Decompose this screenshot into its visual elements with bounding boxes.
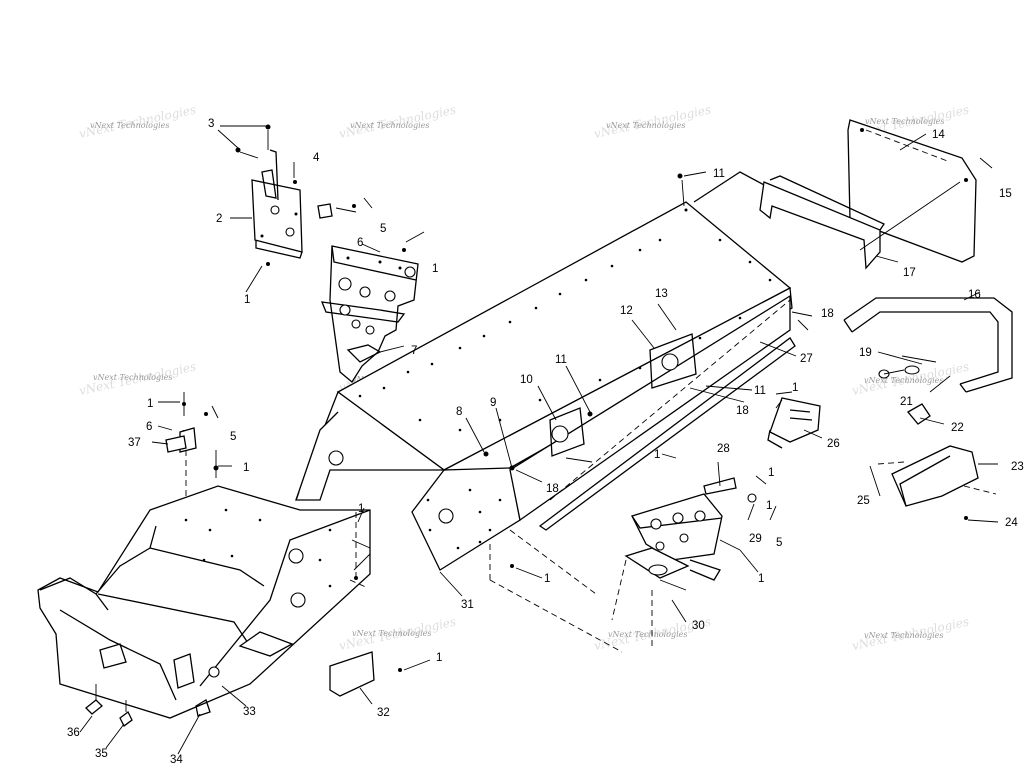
callout-1: 1	[766, 500, 772, 512]
cover-part-23	[877, 445, 998, 520]
leader-lines	[79, 125, 999, 755]
callout-28: 28	[717, 443, 730, 455]
callout-29: 29	[749, 533, 762, 545]
flap-part-14	[847, 119, 977, 263]
callout-6: 6	[146, 421, 152, 433]
callout-1: 1	[358, 503, 364, 515]
callout-1: 1	[654, 449, 660, 461]
callout-30: 30	[692, 620, 705, 632]
callout-7: 7	[411, 345, 417, 357]
callout-23: 23	[1011, 461, 1024, 473]
callout-32: 32	[377, 707, 390, 719]
callout-35: 35	[95, 748, 108, 760]
callout-5: 5	[380, 223, 386, 235]
watermark-text: vNext Technologies	[865, 117, 944, 126]
bulkhead-part-33	[37, 392, 402, 727]
callout-4: 4	[313, 152, 320, 164]
watermark-text: vNext Technologies	[864, 631, 943, 640]
watermark-text: vNext Technologies	[608, 630, 687, 639]
plate-part-6	[320, 204, 419, 383]
watermark-text: vNext Technologies	[606, 121, 685, 130]
tunnel-part-31	[295, 171, 796, 653]
callout-26: 26	[827, 438, 840, 450]
callout-2: 2	[216, 213, 222, 225]
callout-1: 1	[544, 573, 550, 585]
callout-24: 24	[1005, 517, 1018, 529]
callout-15: 15	[999, 188, 1012, 200]
callout-1: 1	[792, 382, 798, 394]
callout-1: 1	[436, 652, 442, 664]
callout-1: 1	[432, 263, 438, 275]
step-part-26	[767, 397, 821, 449]
callout-34: 34	[170, 754, 183, 766]
watermark-text: vNext Technologies	[350, 121, 429, 130]
callout-22: 22	[951, 422, 964, 434]
callout-37: 37	[128, 437, 141, 449]
callout-5: 5	[776, 537, 782, 549]
watermark-text: vNext Technologies	[90, 121, 169, 130]
callout-11: 11	[555, 354, 567, 366]
callout-33: 33	[243, 706, 256, 718]
callout-1: 1	[147, 398, 153, 410]
callout-13: 13	[655, 288, 668, 300]
callout-11: 11	[713, 168, 725, 180]
callout-21: 21	[900, 396, 913, 408]
callout-18: 18	[736, 405, 749, 417]
callout-5: 5	[230, 431, 236, 443]
callout-25: 25	[857, 495, 870, 507]
callout-9: 9	[490, 397, 496, 409]
callout-31: 31	[461, 599, 474, 611]
callout-16: 16	[968, 289, 981, 301]
callout-11: 11	[754, 385, 766, 397]
watermark-text: vNext Technologies	[93, 373, 172, 382]
steering-support-part-30	[611, 477, 757, 650]
callout-17: 17	[903, 267, 916, 279]
callout-12: 12	[620, 305, 633, 317]
callout-8: 8	[456, 406, 462, 418]
steering-bracket-part-2	[235, 124, 333, 266]
watermark-text: vNext Technologies	[352, 629, 431, 638]
callout-1: 1	[758, 573, 764, 585]
callout-6: 6	[357, 237, 363, 249]
callout-1: 1	[243, 462, 249, 474]
callout-27: 27	[800, 353, 813, 365]
callout-18: 18	[821, 308, 834, 320]
watermark-text: vNext Technologies	[864, 376, 943, 385]
callout-18: 18	[546, 483, 559, 495]
rail-part-17	[759, 175, 961, 270]
callout-3: 3	[208, 118, 214, 130]
callout-1: 1	[768, 467, 774, 479]
callout-1: 1	[244, 294, 250, 306]
callout-19: 19	[859, 347, 872, 359]
callout-10: 10	[520, 374, 533, 386]
callout-14: 14	[932, 129, 945, 141]
callout-36: 36	[67, 727, 80, 739]
callout-labels: 3 4 2 1 5 6 1 7 11 14 15 17 16 18 13 12 …	[67, 118, 1024, 766]
